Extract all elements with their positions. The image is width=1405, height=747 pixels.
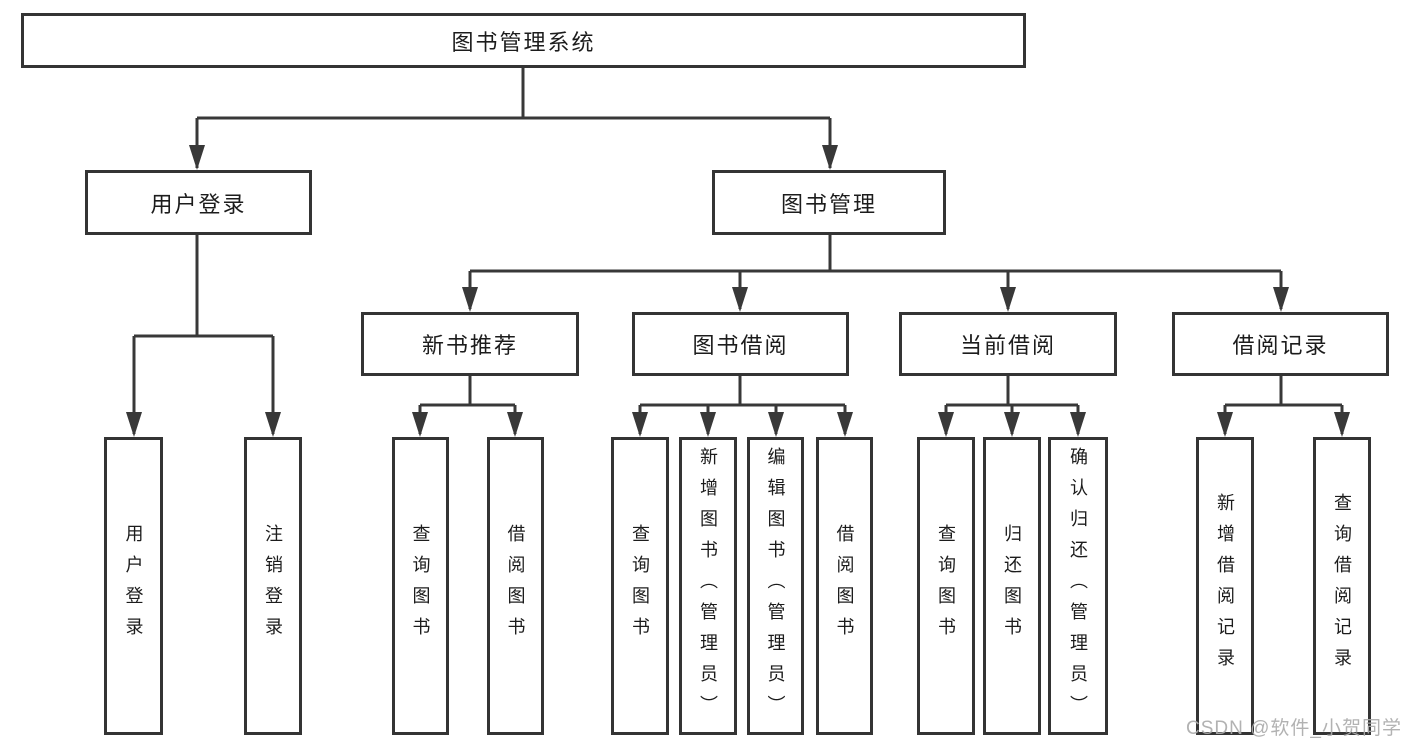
leaf-logout-label: 注销登录 xyxy=(263,524,283,648)
node-new-book-recommend-label: 新书推荐 xyxy=(421,333,518,358)
leaf-label: 借阅图书 xyxy=(834,524,855,648)
arrowheads xyxy=(126,145,1350,437)
leaf-label: 新增图书（管理员） xyxy=(698,446,718,726)
leaf-edit-books-admin: 编辑图书（管理员） xyxy=(747,437,804,735)
leaf-return-books: 归还图书 xyxy=(983,437,1041,735)
arrow-icon xyxy=(189,145,205,170)
arrow-icon xyxy=(837,412,853,437)
leaf-borrow-books-recommend: 借阅图书 xyxy=(487,437,544,735)
arrow-icon xyxy=(822,145,838,170)
connector-root-to-level2 xyxy=(195,68,832,168)
leaf-query-books-current: 查询图书 xyxy=(917,437,975,735)
leaf-query-books-borrow: 查询图书 xyxy=(611,437,669,735)
connector-user-login-children xyxy=(132,235,275,434)
csdn-watermark: CSDN @软件_小贺同学 xyxy=(1186,718,1402,739)
connector-records-children xyxy=(1223,376,1344,434)
arrow-icon xyxy=(732,287,748,312)
leaf-label: 确认归还（管理员） xyxy=(1068,446,1088,726)
arrow-icon xyxy=(462,287,478,312)
arrow-icon xyxy=(938,412,954,437)
node-borrow-records-label: 借阅记录 xyxy=(1232,333,1329,358)
arrow-icon xyxy=(1004,412,1020,437)
node-current-borrowing-label: 当前借阅 xyxy=(959,333,1056,358)
arrow-icon xyxy=(1217,412,1233,437)
leaf-label: 查询图书 xyxy=(410,524,431,648)
leaf-borrow-books: 借阅图书 xyxy=(816,437,873,735)
node-book-borrowing: 图书借阅 xyxy=(632,312,849,376)
arrow-icon xyxy=(632,412,648,437)
arrow-icon xyxy=(1273,287,1289,312)
leaf-label: 借阅图书 xyxy=(505,524,526,648)
leaf-label: 编辑图书（管理员） xyxy=(765,446,786,726)
leaf-label: 查询图书 xyxy=(936,524,956,648)
leaf-logout: 注销登录 xyxy=(244,437,302,735)
leaf-confirm-return-admin: 确认归还（管理员） xyxy=(1048,437,1108,735)
node-new-book-recommend: 新书推荐 xyxy=(361,312,579,376)
leaf-user-login: 用户登录 xyxy=(104,437,163,735)
arrow-icon xyxy=(412,412,428,437)
arrow-icon xyxy=(265,412,281,437)
node-book-borrowing-label: 图书借阅 xyxy=(692,333,789,358)
leaf-query-borrow-record: 查询借阅记录 xyxy=(1313,437,1371,735)
arrow-icon xyxy=(507,412,523,437)
arrow-icon xyxy=(1070,412,1086,437)
leaf-user-login-label: 用户登录 xyxy=(123,524,144,648)
leaf-add-borrow-record: 新增借阅记录 xyxy=(1196,437,1254,735)
leaf-label: 新增借阅记录 xyxy=(1215,493,1235,679)
leaf-label: 查询借阅记录 xyxy=(1332,493,1352,679)
node-root-label: 图书管理系统 xyxy=(451,29,596,55)
node-root: 图书管理系统 xyxy=(21,13,1026,68)
arrow-icon xyxy=(126,412,142,437)
node-current-borrowing: 当前借阅 xyxy=(899,312,1117,376)
connector-new-rec-children xyxy=(418,376,517,434)
node-borrow-records: 借阅记录 xyxy=(1172,312,1389,376)
arrow-icon xyxy=(700,412,716,437)
arrow-icon xyxy=(768,412,784,437)
connector-book-mgmt-to-level3 xyxy=(468,235,1283,309)
node-book-management: 图书管理 xyxy=(712,170,946,235)
leaf-query-books-recommend: 查询图书 xyxy=(392,437,449,735)
node-user-login: 用户登录 xyxy=(85,170,312,235)
node-book-management-label: 图书管理 xyxy=(780,191,877,217)
node-user-login-label: 用户登录 xyxy=(150,191,247,217)
leaf-label: 查询图书 xyxy=(630,524,650,648)
leaf-label: 归还图书 xyxy=(1002,524,1022,648)
arrow-icon xyxy=(1334,412,1350,437)
leaf-add-books-admin: 新增图书（管理员） xyxy=(679,437,737,735)
connector-borrow-children xyxy=(638,376,847,434)
arrow-icon xyxy=(1000,287,1016,312)
